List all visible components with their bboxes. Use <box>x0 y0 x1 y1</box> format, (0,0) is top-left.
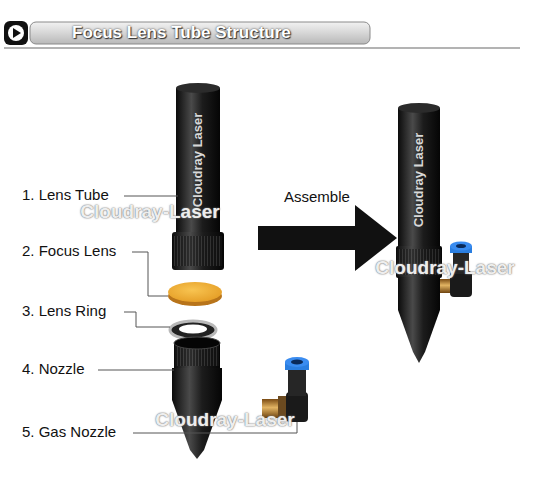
watermark: Cloudray-Laser <box>375 258 514 279</box>
header-icon-circle <box>8 25 24 41</box>
assembled-gas-hole <box>456 244 466 248</box>
lens-tube-top <box>176 83 220 93</box>
tube-logo: Cloudray Laser <box>191 113 205 208</box>
leader-line <box>124 312 170 327</box>
nozzle-top <box>174 337 220 349</box>
leader-line <box>124 196 178 197</box>
lens-tube-ridges <box>174 236 222 266</box>
assembled-nozzle <box>398 277 440 363</box>
watermark: Cloudray-Laser <box>80 202 219 223</box>
watermark: Cloudray-Laser <box>155 410 294 431</box>
gas-nozzle-ring <box>285 357 309 367</box>
gas-nozzle-riser <box>288 366 306 396</box>
leader-line <box>98 370 174 371</box>
tube-logo: Cloudray Laser <box>412 133 426 228</box>
lens-ring <box>170 321 216 339</box>
lens-tube-thread <box>172 232 224 270</box>
focus-lens <box>168 282 222 302</box>
diagram-title: Focus Lens Tube Structure <box>72 24 291 43</box>
part-label: 3. Lens Ring <box>22 303 106 320</box>
part-label: 5. Gas Nozzle <box>22 424 116 441</box>
assembled-gas-ring <box>450 242 472 251</box>
title-bar <box>30 22 370 44</box>
part-label: 2. Focus Lens <box>22 243 116 260</box>
header-rule <box>4 47 520 49</box>
lens-ring-hole <box>179 325 207 334</box>
gas-nozzle-hole <box>291 360 303 365</box>
assembled-tube-top <box>398 103 440 113</box>
header-icon-triangle <box>13 28 21 38</box>
leader-line <box>132 252 168 296</box>
arrow-label: Assemble <box>284 189 350 206</box>
part-label: 4. Nozzle <box>22 361 85 378</box>
assembled-tube-body <box>398 108 440 248</box>
header-icon <box>4 21 28 45</box>
